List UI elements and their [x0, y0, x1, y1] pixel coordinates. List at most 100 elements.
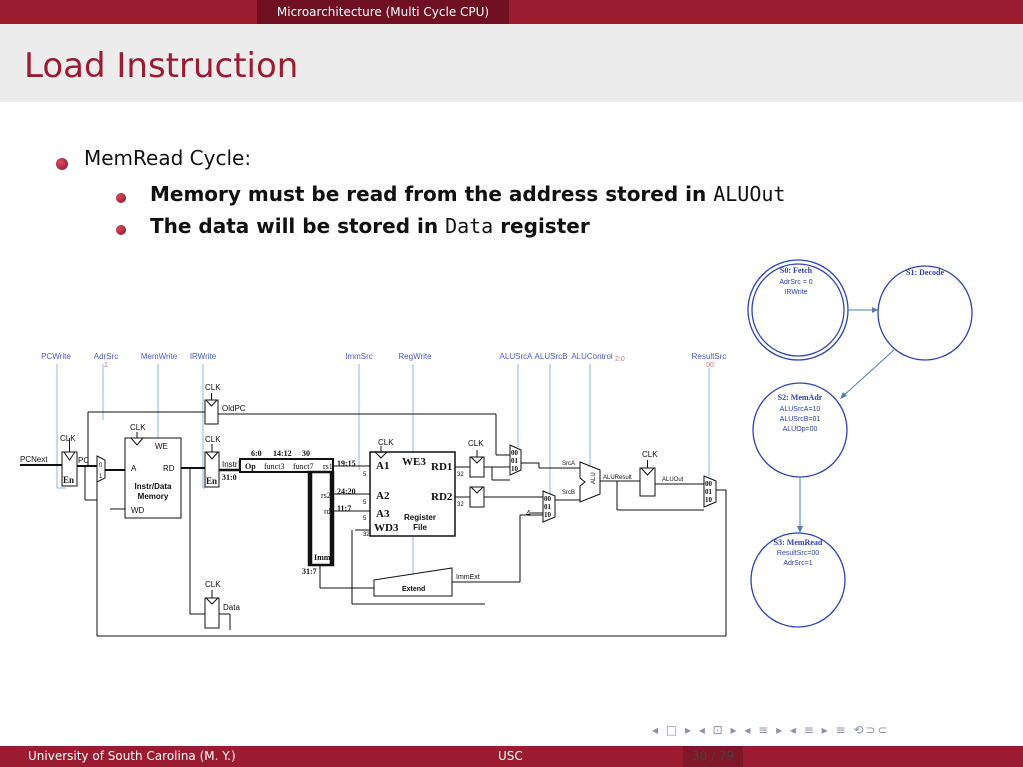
svg-text:SrcA: SrcA — [562, 461, 575, 467]
svg-text:ALU: ALU — [591, 472, 597, 484]
svg-text:ImmSrc: ImmSrc — [345, 352, 373, 361]
svg-text:Instr/Data: Instr/Data — [135, 482, 172, 491]
bullet-icon — [116, 193, 126, 203]
svg-text:32: 32 — [457, 472, 464, 478]
svg-text:rs2: rs2 — [321, 491, 331, 500]
svg-text:A2: A2 — [376, 490, 390, 502]
svg-text:ALUOp=00: ALUOp=00 — [783, 426, 818, 433]
svg-text:OldPC: OldPC — [222, 404, 246, 413]
svg-text:ResultSrc=00: ResultSrc=00 — [777, 550, 819, 557]
svg-text:ALUSrcB=01: ALUSrcB=01 — [780, 416, 821, 423]
svg-text:rd: rd — [324, 507, 331, 516]
svg-text:31:0: 31:0 — [222, 473, 237, 482]
svg-text:01: 01 — [705, 488, 713, 496]
svg-text:1: 1 — [99, 474, 103, 480]
svg-text:RD2: RD2 — [431, 491, 453, 503]
svg-text:ALUControl: ALUControl — [571, 352, 613, 361]
svg-text:A1: A1 — [376, 460, 389, 472]
svg-text:CLK: CLK — [468, 439, 484, 448]
svg-text:CLK: CLK — [205, 435, 221, 444]
svg-text:WD3: WD3 — [374, 522, 399, 534]
footer-short: USC — [498, 749, 523, 763]
footer-bar: University of South Carolina (M. Y.) USC… — [0, 746, 1023, 767]
svg-text:19:15: 19:15 — [337, 459, 356, 468]
svg-text:AdrSrc: AdrSrc — [94, 352, 118, 361]
svg-text:SrcB: SrcB — [562, 490, 575, 496]
svg-text:Extend: Extend — [402, 586, 425, 593]
svg-text:CLK: CLK — [60, 434, 76, 443]
sub-bullet-text: Memory must be read from the address sto… — [150, 182, 786, 206]
datapath-labels: PCWrite AdrSrc 1 MemWrite IRWrite ImmSrc… — [20, 352, 726, 612]
title-bar: Load Instruction — [0, 24, 1023, 102]
fsm-arrow — [841, 348, 896, 398]
svg-text:Register: Register — [404, 513, 436, 522]
svg-text:WE3: WE3 — [402, 456, 426, 468]
svg-text:En: En — [63, 475, 74, 485]
svg-text:Op: Op — [245, 462, 256, 471]
svg-text:En: En — [206, 476, 217, 486]
svg-text:0: 0 — [99, 463, 103, 469]
svg-text:00: 00 — [706, 362, 714, 369]
svg-text:WD: WD — [131, 506, 145, 515]
fsm-s2-name: S2: MemAdr — [778, 393, 823, 402]
svg-text:File: File — [413, 523, 427, 532]
svg-text:ALUResult: ALUResult — [603, 475, 632, 481]
svg-text:1: 1 — [104, 362, 108, 369]
fsm-s1-name: S1: Decode — [906, 268, 944, 277]
svg-text:ALUSrcA=10: ALUSrcA=10 — [780, 406, 821, 413]
svg-text:5: 5 — [363, 472, 367, 478]
svg-text:ALUSrcB: ALUSrcB — [535, 352, 568, 361]
svg-text:Imm: Imm — [314, 553, 331, 562]
svg-text:ResultSrc: ResultSrc — [692, 352, 727, 361]
svg-text:AdrSrc = 0: AdrSrc = 0 — [779, 279, 812, 286]
slide-title: Load Instruction — [24, 46, 299, 86]
svg-text:A: A — [131, 464, 137, 473]
svg-text:31:7: 31:7 — [302, 567, 317, 576]
svg-text:Instr: Instr — [222, 460, 238, 469]
svg-text:MemWrite: MemWrite — [141, 352, 178, 361]
svg-text:01: 01 — [544, 503, 552, 511]
svg-text:32: 32 — [363, 532, 370, 538]
svg-text:CLK: CLK — [378, 438, 394, 447]
svg-text:ImmExt: ImmExt — [456, 574, 480, 581]
svg-text:32: 32 — [457, 502, 464, 508]
svg-text:AdrSrc=1: AdrSrc=1 — [783, 560, 812, 567]
page-number: 30 / 79 — [683, 746, 743, 767]
top-bar: Microarchitecture (Multi Cycle CPU) — [0, 0, 1023, 24]
svg-text:RegWrite: RegWrite — [398, 352, 432, 361]
svg-text:funct3: funct3 — [264, 462, 284, 471]
svg-text:6:0: 6:0 — [251, 449, 262, 458]
footer-institution: University of South Carolina (M. Y.) — [28, 749, 236, 763]
svg-text:WE: WE — [155, 442, 168, 451]
fsm-s3-name: S3: MemRead — [774, 538, 823, 547]
sub-bullet-text: The data will be stored in Data register — [150, 214, 590, 238]
svg-text:2:0: 2:0 — [615, 356, 625, 363]
svg-text:RD: RD — [163, 464, 175, 473]
svg-text:10: 10 — [511, 465, 519, 473]
svg-text:01: 01 — [511, 457, 519, 465]
svg-text:10: 10 — [544, 511, 552, 519]
svg-text:PCWrite: PCWrite — [41, 352, 71, 361]
svg-text:RD1: RD1 — [431, 461, 452, 473]
svg-text:rs1: rs1 — [323, 462, 333, 471]
svg-text:ALUSrcA: ALUSrcA — [500, 352, 534, 361]
svg-text:funct7: funct7 — [293, 462, 313, 471]
svg-text:00: 00 — [705, 480, 713, 488]
svg-text:ALUOut: ALUOut — [662, 477, 684, 483]
svg-text:10: 10 — [705, 496, 713, 504]
bullet-text: MemRead Cycle: — [84, 146, 252, 170]
svg-text:4: 4 — [526, 509, 531, 518]
svg-text:00: 00 — [544, 495, 552, 503]
section-title: Microarchitecture (Multi Cycle CPU) — [257, 0, 509, 24]
beamer-navigation[interactable]: ◂ □ ▸ ◂ ⊡ ▸ ◂ ≡ ▸ ◂ ≡ ▸ ≡ ⟲⊃⊂ — [652, 723, 890, 737]
svg-text:CLK: CLK — [642, 450, 658, 459]
svg-text:30: 30 — [302, 449, 310, 458]
svg-text:CLK: CLK — [130, 423, 146, 432]
fsm-state-s0 — [751, 263, 845, 357]
svg-text:CLK: CLK — [205, 580, 221, 589]
bullet-icon — [56, 158, 68, 170]
svg-text:11:7: 11:7 — [337, 504, 351, 513]
svg-text:Memory: Memory — [138, 492, 169, 501]
svg-text:IRWrite: IRWrite — [190, 352, 217, 361]
